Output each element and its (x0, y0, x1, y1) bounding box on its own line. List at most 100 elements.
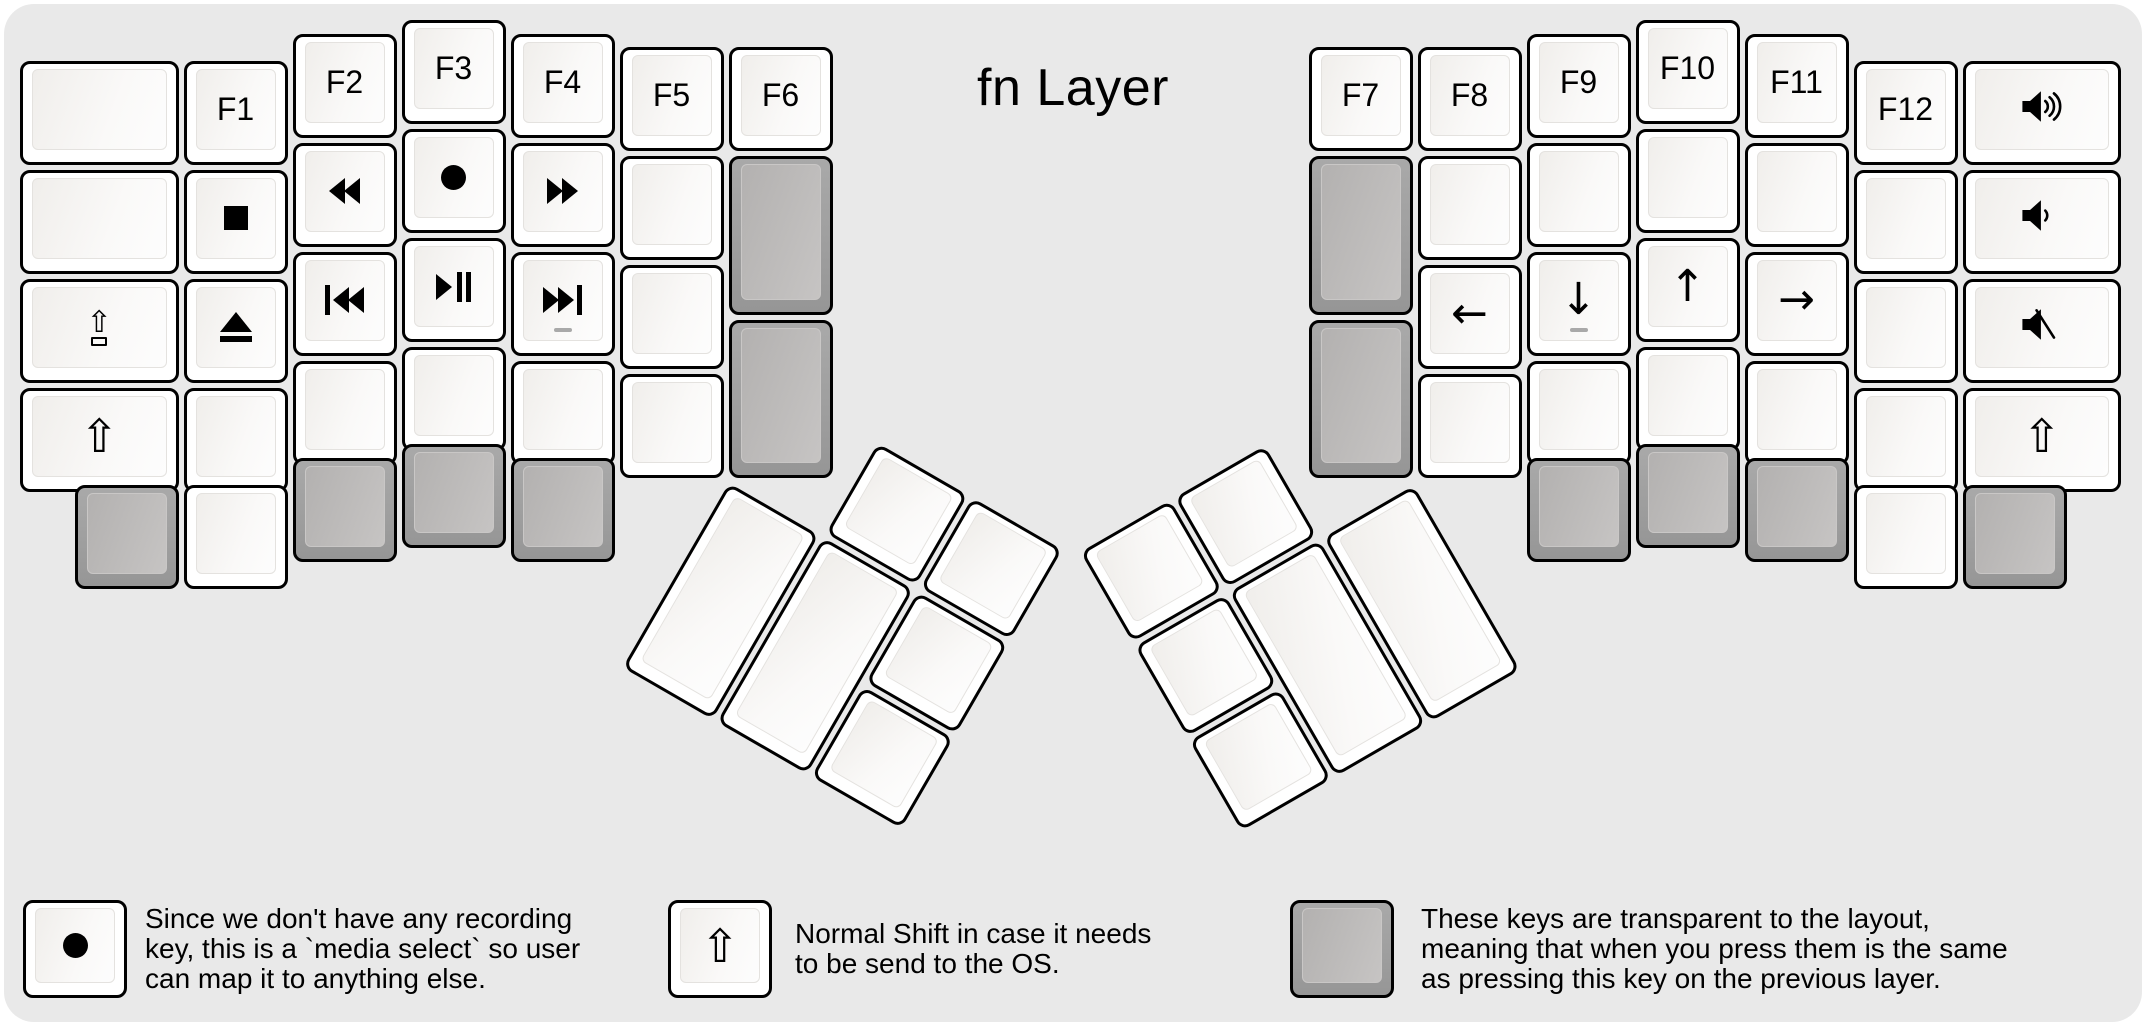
legend-sample-key-slot (1290, 900, 1394, 998)
key-blank[interactable] (619, 156, 724, 261)
volume-up-icon (2020, 88, 2064, 130)
key-blank[interactable] (1526, 360, 1631, 465)
key-media-select[interactable] (401, 129, 506, 233)
key-f1[interactable]: F1 (183, 60, 288, 165)
key-prev-track[interactable] (292, 251, 397, 356)
key-blank[interactable] (20, 60, 179, 165)
keycap-surface (1974, 286, 2109, 368)
key-fast-forward[interactable] (510, 142, 615, 247)
keycap-surface (195, 177, 276, 259)
rewind-icon (329, 178, 360, 205)
key-blank[interactable] (1744, 360, 1849, 465)
key-mute[interactable] (1962, 278, 2121, 383)
keycap-surface: F8 (1429, 55, 1510, 137)
layer-title: fn Layer (977, 59, 1169, 117)
keycap-surface (1865, 492, 1946, 574)
key-blank[interactable] (1853, 169, 1958, 274)
key-shift-right[interactable]: ⇧ (1962, 387, 2121, 492)
keycap-surface (1538, 368, 1619, 450)
shift-icon: ⇧ (79, 409, 119, 464)
key-f11[interactable]: F11 (1744, 33, 1849, 138)
keycap-surface (1538, 465, 1619, 547)
keycap-surface (1647, 452, 1728, 533)
key-play-pause[interactable] (401, 238, 506, 342)
key-arrow-down[interactable]: ↓ (1526, 251, 1631, 356)
key-stop[interactable] (183, 169, 288, 274)
legend-item-transparent: These keys are transparent to the layout… (1290, 900, 2008, 998)
key-blank[interactable] (1853, 484, 1958, 589)
keycap-surface: ⇧ (32, 395, 167, 477)
key-eject[interactable] (183, 278, 288, 383)
key-transparent[interactable] (1744, 457, 1849, 562)
key-blank[interactable] (292, 360, 397, 465)
key-transparent[interactable] (1308, 156, 1413, 315)
key-f5[interactable]: F5 (619, 47, 724, 152)
key-transparent[interactable] (1526, 457, 1631, 562)
key-transparent[interactable] (401, 444, 506, 548)
key-blank[interactable] (1853, 387, 1958, 492)
key-f3[interactable]: F3 (401, 20, 506, 124)
key-f12[interactable]: F12 (1853, 60, 1958, 165)
key-arrow-up[interactable]: ↑ (1635, 238, 1740, 342)
key-next-track[interactable] (510, 251, 615, 356)
keycap-surface: F3 (413, 28, 494, 109)
keycap-surface (35, 908, 115, 983)
key-arrow-left[interactable]: ← (1417, 265, 1522, 370)
key-arrow-right[interactable]: → (1744, 251, 1849, 356)
key-f6[interactable]: F6 (728, 47, 833, 152)
key-blank[interactable] (401, 347, 506, 451)
keycap-surface (1538, 150, 1619, 232)
key-volume-down[interactable] (1962, 169, 2121, 274)
keycap-surface (195, 395, 276, 477)
key-f10[interactable]: F10 (1635, 20, 1740, 124)
key-transparent[interactable] (1635, 444, 1740, 548)
keycap-surface (631, 382, 712, 464)
transparent-sample-key (1290, 900, 1394, 998)
key-transparent[interactable] (728, 319, 833, 479)
key-blank[interactable] (1853, 278, 1958, 383)
key-blank[interactable] (20, 169, 179, 274)
key-blank[interactable] (1744, 142, 1849, 247)
key-f8[interactable]: F8 (1417, 47, 1522, 152)
key-rewind[interactable] (292, 142, 397, 247)
key-transparent[interactable] (1962, 484, 2067, 589)
keycap-surface: ⇧ (680, 908, 760, 983)
keycap-surface (195, 286, 276, 368)
key-label: F7 (1341, 77, 1380, 114)
key-volume-up[interactable] (1962, 60, 2121, 165)
keycap-surface (1974, 68, 2109, 150)
legend-item-media-select: Since we don't have any recording key, t… (23, 900, 580, 998)
key-blank[interactable] (183, 387, 288, 492)
arrow-down-icon: ↓ (1560, 274, 1597, 326)
key-blank[interactable] (619, 374, 724, 479)
key-blank[interactable] (1417, 156, 1522, 261)
keycap-surface (1756, 150, 1837, 232)
key-transparent[interactable] (728, 156, 833, 315)
key-blank[interactable] (1635, 129, 1740, 233)
key-f9[interactable]: F9 (1526, 33, 1631, 138)
key-transparent[interactable] (510, 457, 615, 562)
key-blank[interactable] (1417, 374, 1522, 479)
keycap-surface (1865, 286, 1946, 368)
key-transparent[interactable] (74, 484, 179, 589)
key-transparent[interactable] (292, 457, 397, 562)
eject-icon (219, 312, 252, 343)
keycap-surface (304, 150, 385, 232)
keycap-surface (1974, 492, 2055, 574)
key-label: F8 (1450, 77, 1489, 114)
key-shift-left[interactable]: ⇧ (20, 387, 179, 492)
key-f7[interactable]: F7 (1308, 47, 1413, 152)
keycap-surface: F6 (740, 55, 821, 137)
key-label: F6 (761, 77, 800, 114)
key-blank[interactable] (1526, 142, 1631, 247)
keycap-surface: ⇧ (1974, 395, 2109, 477)
key-caps-lock[interactable]: ⇧ (20, 278, 179, 383)
key-f2[interactable]: F2 (292, 33, 397, 138)
key-blank[interactable] (1635, 347, 1740, 451)
key-blank[interactable] (619, 265, 724, 370)
key-blank[interactable] (183, 484, 288, 589)
keycap-surface (413, 246, 494, 327)
key-transparent[interactable] (1308, 319, 1413, 479)
key-f4[interactable]: F4 (510, 33, 615, 138)
keycap-surface (631, 273, 712, 355)
